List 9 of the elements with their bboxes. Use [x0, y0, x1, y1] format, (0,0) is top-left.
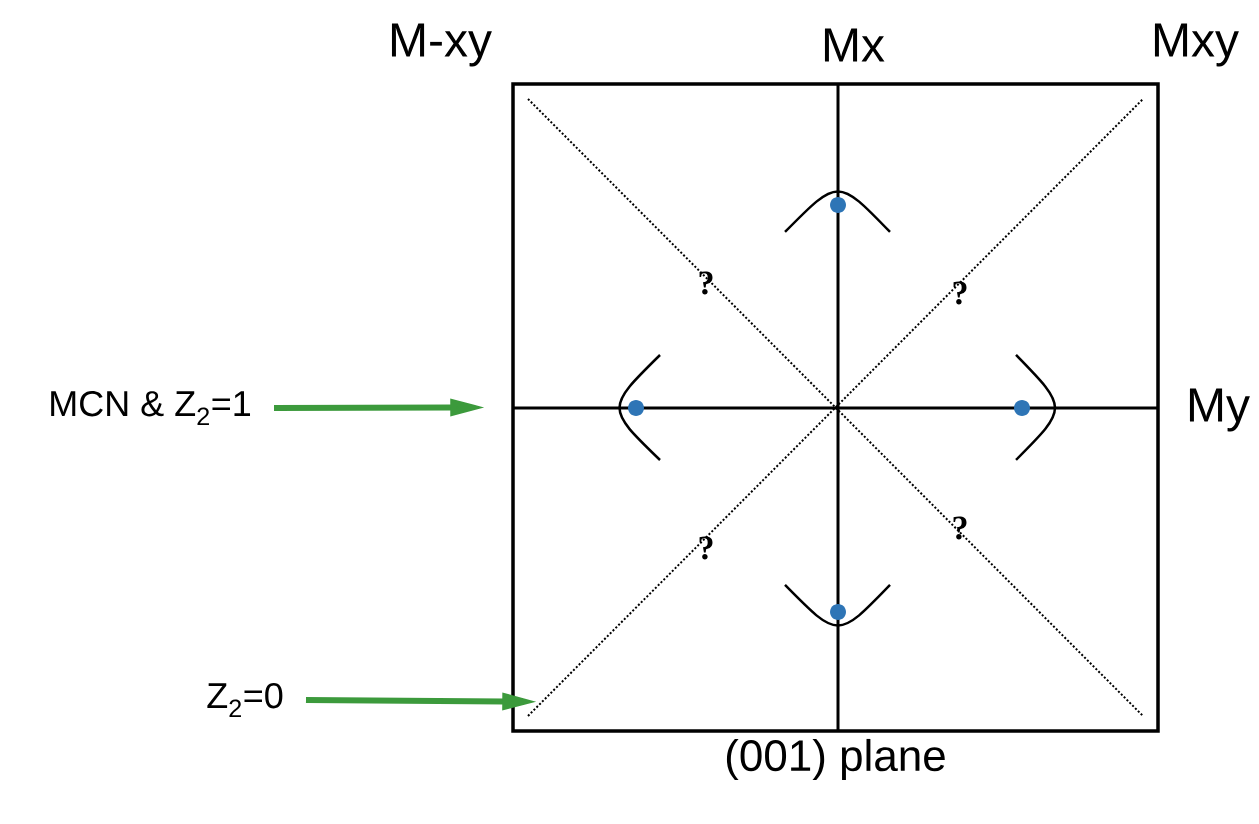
axis-label: M-xy	[391, 23, 492, 67]
arrow-label: Z$_{2}$=0	[207, 682, 283, 718]
question-mark: ?	[699, 271, 713, 295]
node-label: (001) plane	[726, 738, 945, 780]
question-mark: ?	[953, 516, 967, 540]
question-mark: ?	[953, 281, 967, 305]
question-mark: ?	[699, 536, 713, 560]
axis-label: Mxy	[1154, 23, 1239, 67]
arrow-label: MCN & Z$_{2}$=1	[51, 390, 250, 426]
